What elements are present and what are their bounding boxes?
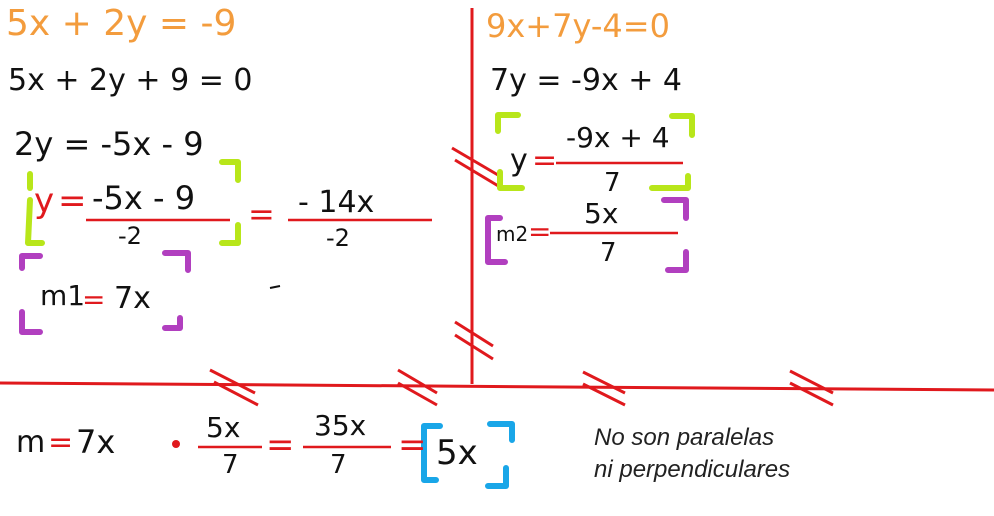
- left-fraction1-denominator: -2: [118, 222, 142, 250]
- left-fraction2-numerator: - 14x: [298, 185, 375, 220]
- horizontal-divider: [0, 381, 994, 392]
- right-original-equation: 9x+7y-4=0: [486, 7, 670, 45]
- left-fraction2-denominator: -2: [326, 224, 350, 252]
- conclusion-line-1: No son paralelas: [594, 424, 775, 451]
- m2-numerator: 5x: [584, 197, 619, 230]
- conclusion-note: No son paralelas ni perpendiculares: [594, 422, 790, 487]
- stray-mark: [269, 285, 281, 289]
- bottom-fraction2-denominator: 7: [330, 450, 347, 480]
- bottom-equals-1: =: [266, 425, 295, 465]
- bottom-fraction1-denominator: 7: [222, 450, 239, 480]
- left-y-equals: =: [58, 181, 87, 221]
- m2-equals: =: [528, 215, 552, 248]
- purple-bracket-m1: [19, 250, 191, 335]
- m2-label: m2: [496, 222, 529, 246]
- right-fraction-numerator: -9x + 4: [566, 121, 670, 154]
- bottom-fraction1-numerator: 5x: [206, 411, 241, 444]
- right-y-label: y: [510, 143, 528, 178]
- m-equals: =: [48, 425, 74, 460]
- result-value: 5x: [436, 433, 478, 473]
- left-original-equation: 5x + 2y = -9: [6, 3, 237, 44]
- right-isolated-equation: 7y = -9x + 4: [490, 63, 683, 98]
- m-label: m: [16, 425, 46, 460]
- left-fraction1-numerator: -5x - 9: [92, 179, 196, 217]
- m1-value: 7x: [114, 281, 151, 316]
- conclusion-line-2: ni perpendiculares: [594, 456, 791, 484]
- parallel-mark-group: [209, 146, 834, 407]
- lime-bracket-left: [25, 159, 241, 246]
- purple-bracket-m2: [485, 197, 689, 273]
- m-value: 7x: [76, 423, 116, 461]
- right-fraction-denominator: 7: [604, 168, 621, 198]
- bottom-fraction2-numerator: 35x: [314, 409, 367, 442]
- m2-denominator: 7: [600, 238, 617, 268]
- right-y-equals: =: [532, 143, 558, 178]
- blue-bracket-result: [421, 421, 515, 489]
- left-fraction2-equals: =: [248, 195, 275, 233]
- bottom-equals-2: =: [398, 425, 427, 465]
- left-isolated-equation: 2y = -5x - 9: [14, 125, 204, 163]
- m1-equals: =: [82, 283, 106, 316]
- left-zero-equation: 5x + 2y + 9 = 0: [8, 63, 253, 98]
- multiply-dot: [172, 440, 180, 448]
- m1-label: m1: [40, 279, 86, 312]
- lime-bracket-right: [495, 112, 695, 191]
- left-y-label: y: [34, 181, 55, 221]
